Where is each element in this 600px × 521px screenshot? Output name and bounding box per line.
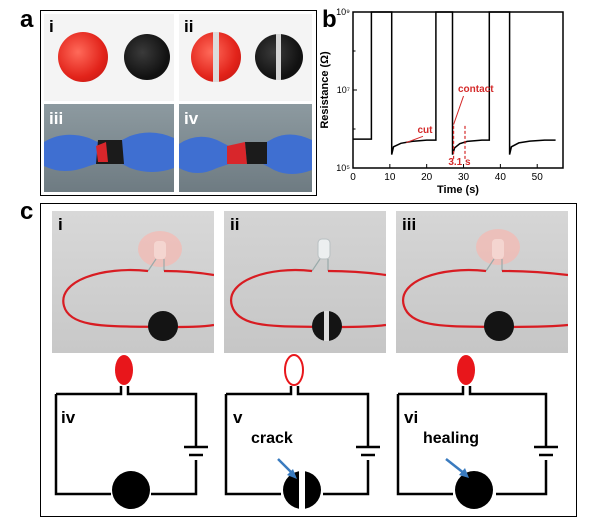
x-tick-label: 50 xyxy=(532,172,544,183)
led-v-off-icon xyxy=(284,354,304,386)
y-tick-label: 10⁹ xyxy=(336,7,350,17)
red-cut-line xyxy=(213,32,219,82)
resistance-chart: 0 10 20 30 40 50 10⁵ 10⁷ 10⁹ Time (s) Resistance (… xyxy=(319,7,564,196)
crack-label: crack xyxy=(251,430,293,447)
y-axis-label: Resistance (Ω) xyxy=(319,51,331,129)
panel-c-letter: c xyxy=(20,198,34,225)
led-vi-on-icon xyxy=(457,355,475,385)
cut-arrow xyxy=(406,135,424,143)
led-circuit-photo-iii xyxy=(402,229,568,341)
label-a-iv: iv xyxy=(184,109,199,128)
panel-a-letter: a xyxy=(20,6,34,33)
photo-a-i: i xyxy=(44,14,174,101)
label-c-vi: vi xyxy=(404,408,419,427)
circuit-diagrams xyxy=(54,354,558,510)
x-tick-label: 0 xyxy=(350,172,356,183)
black-cut-line xyxy=(276,34,281,80)
photo-a-iii: iii xyxy=(44,104,174,192)
photo-a-iv: iv xyxy=(179,104,312,192)
led-circuit-photo-ii xyxy=(230,238,386,341)
label-a-ii: ii xyxy=(184,17,194,36)
x-tick-label: 20 xyxy=(421,172,433,183)
panel-a-frame: i ii iii iv xyxy=(40,10,317,196)
label-a-iii: iii xyxy=(49,109,64,128)
stretch-photo-iii xyxy=(44,132,174,172)
gel-iv-icon xyxy=(112,471,150,509)
panel-b-letter: b xyxy=(322,6,337,33)
label-c-v: v xyxy=(233,408,243,427)
photo-c-iii: iii xyxy=(396,211,568,353)
circuit-vi xyxy=(396,355,558,509)
cut-label: cut xyxy=(417,125,433,136)
circuit-v xyxy=(224,354,380,510)
black-gel-disc xyxy=(124,34,170,80)
red-gel-disc xyxy=(58,32,108,82)
label-a-i: i xyxy=(49,17,54,36)
y-tick-label: 10⁷ xyxy=(337,85,350,95)
x-tick-label: 10 xyxy=(384,172,396,183)
stretch-photo-iv xyxy=(179,134,312,174)
label-c-iv: iv xyxy=(61,408,76,427)
label-c-iii: iii xyxy=(402,215,417,234)
contact-label: contact xyxy=(458,84,494,95)
duration-label: 3.1 s xyxy=(448,157,471,168)
x-axis-label: Time (s) xyxy=(437,184,479,196)
circuit-iv xyxy=(54,355,208,509)
chart-marks: contact cut 3.1 s xyxy=(353,11,556,168)
photo-a-ii: ii xyxy=(179,14,312,101)
chart-axes: 0 10 20 30 40 50 10⁵ 10⁷ 10⁹ Time (s) Resistance (… xyxy=(319,7,564,196)
label-c-i: i xyxy=(58,215,63,234)
resistance-trace xyxy=(353,11,556,155)
photo-c-ii: ii xyxy=(224,211,386,353)
label-c-ii: ii xyxy=(230,215,240,234)
led-iv-on-icon xyxy=(115,355,133,385)
photo-c-i: i xyxy=(52,211,214,353)
x-tick-label: 30 xyxy=(458,172,470,183)
contact-arrow xyxy=(453,95,464,125)
gel-vi-icon xyxy=(455,471,493,509)
panel-c-frame: i ii iii xyxy=(40,203,577,517)
healing-label: healing xyxy=(423,430,480,447)
led-circuit-photo-i xyxy=(62,231,214,341)
y-tick-label: 10⁵ xyxy=(336,163,350,173)
x-tick-label: 40 xyxy=(495,172,507,183)
